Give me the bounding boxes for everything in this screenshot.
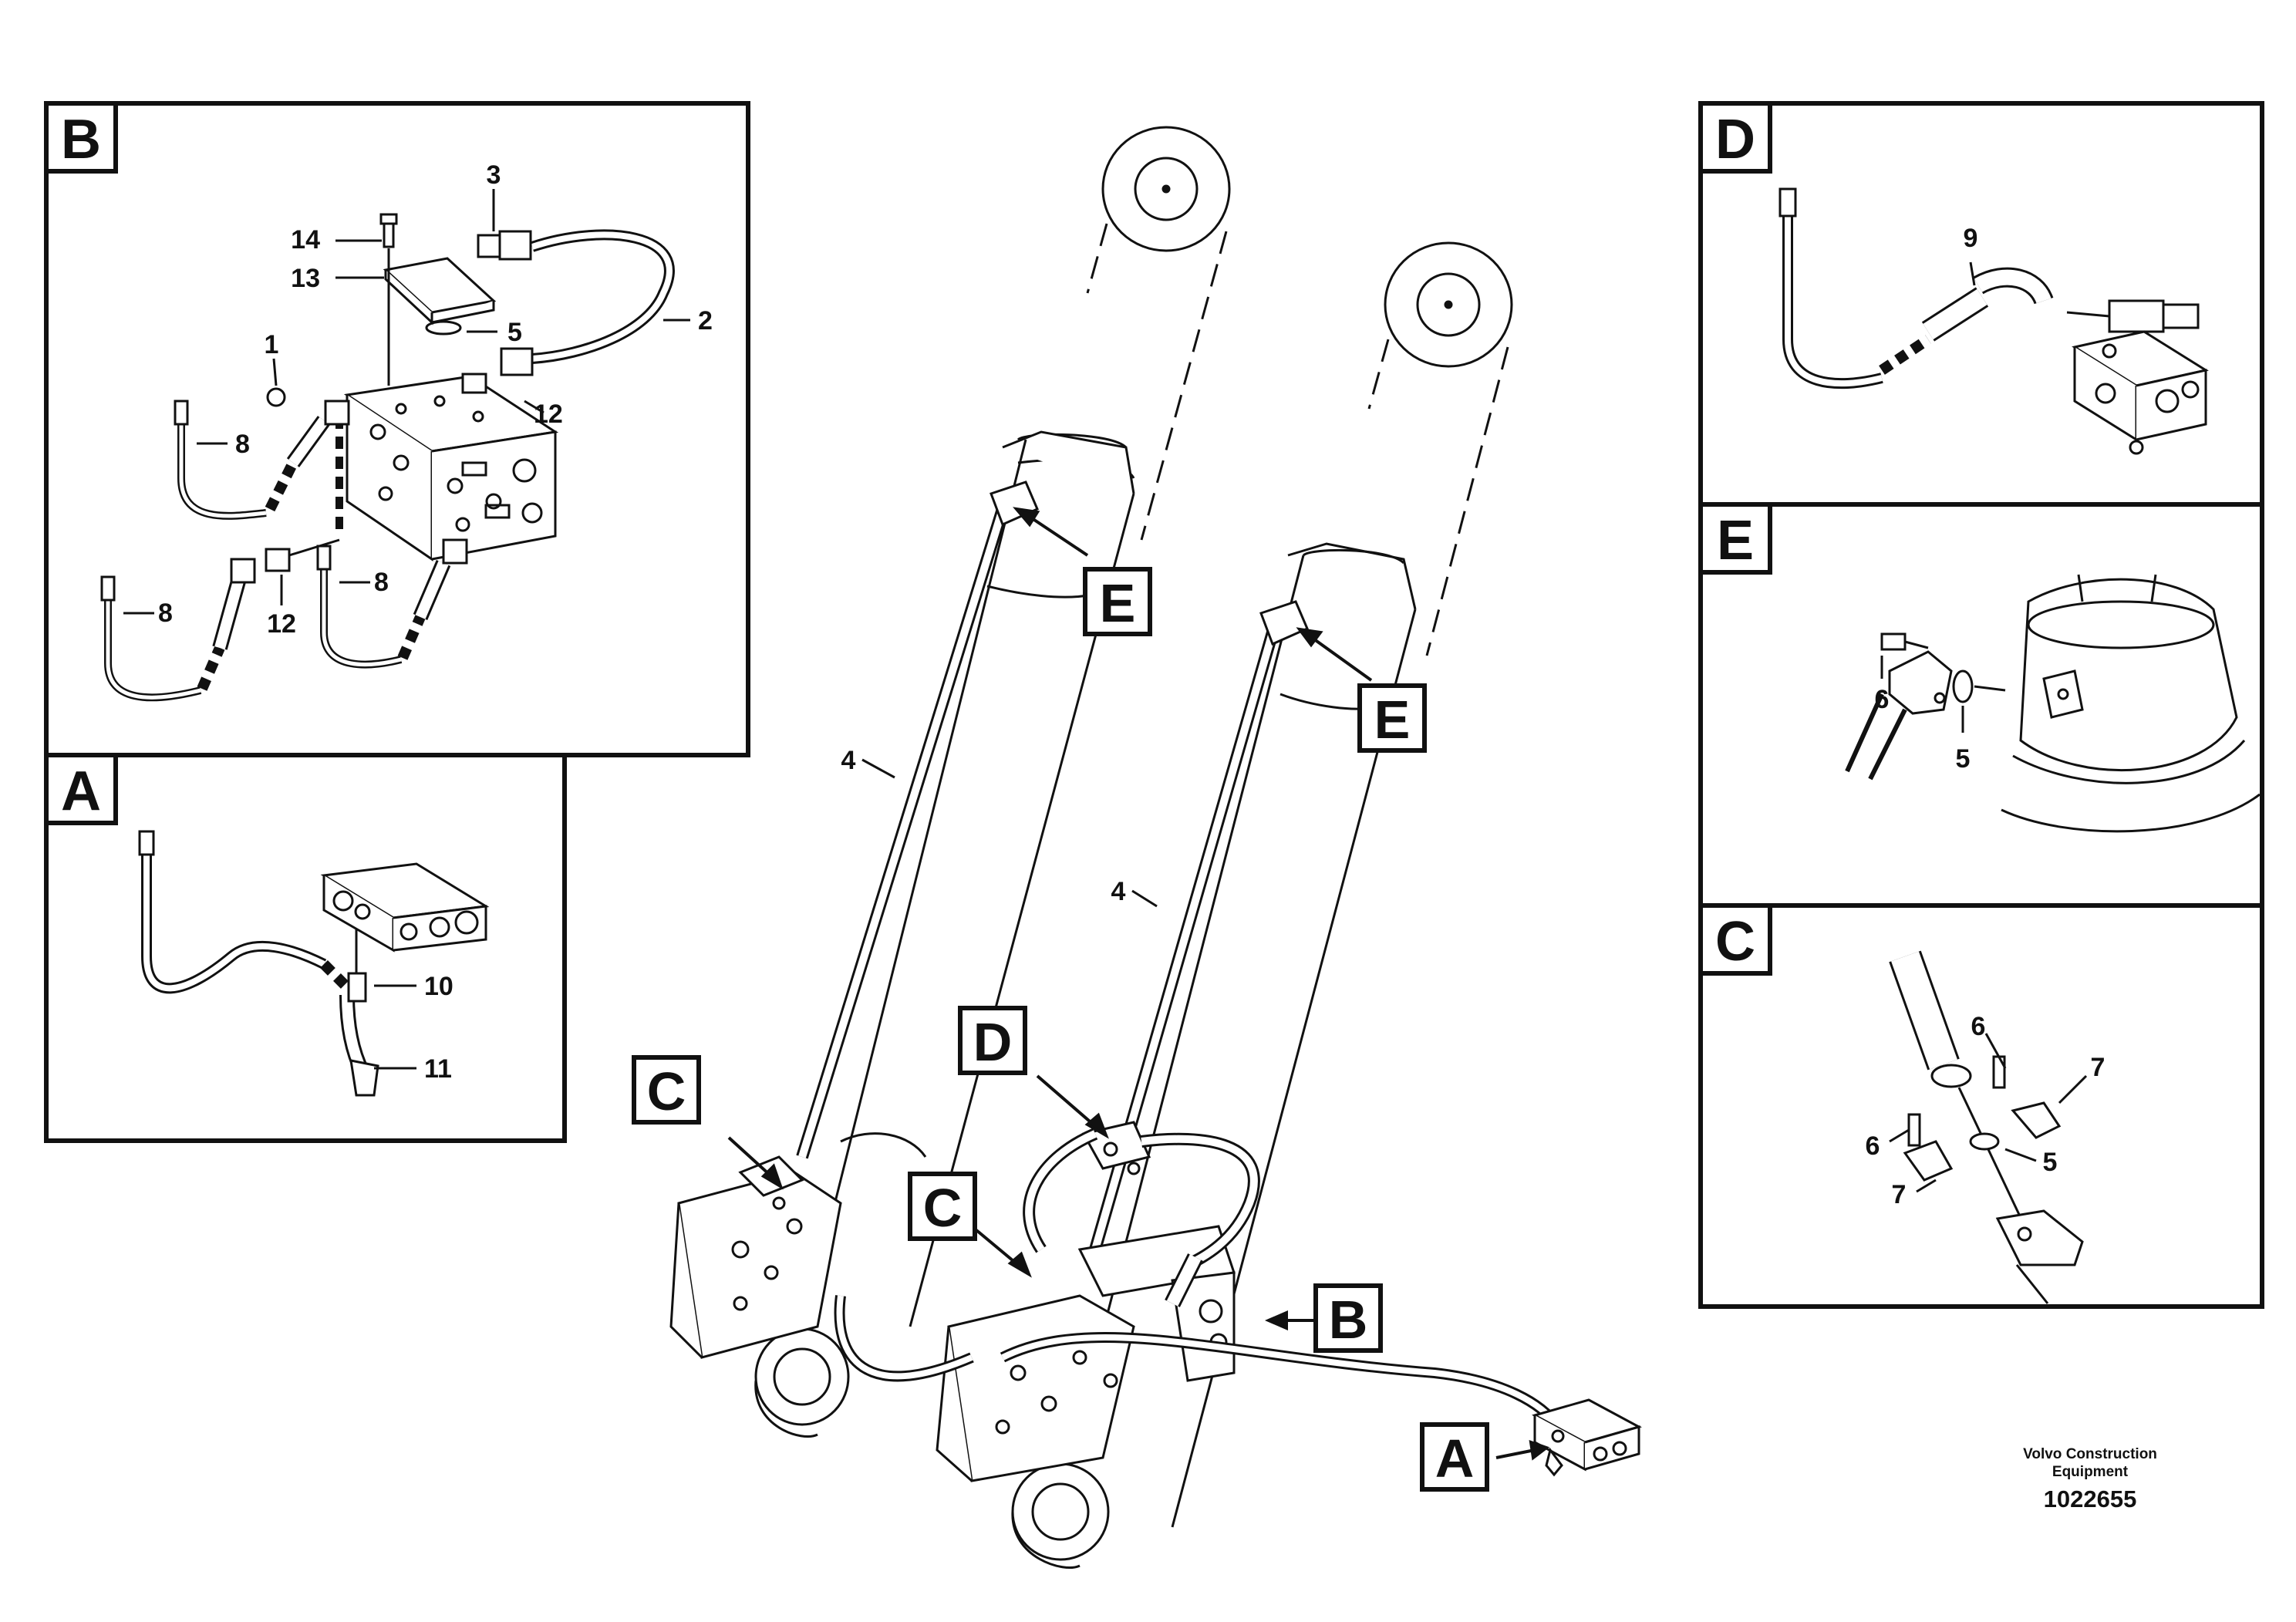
callout-c-right: C <box>908 1172 977 1241</box>
part-12-lower: 12 <box>267 609 296 639</box>
document-number: 1022655 <box>2043 1485 2137 1512</box>
part-7-lower: 7 <box>1892 1180 1907 1209</box>
part-11: 11 <box>424 1054 452 1084</box>
callout-a: A <box>1420 1422 1489 1492</box>
panel-e-label: E <box>1717 510 1754 572</box>
clamp-e <box>1845 632 2006 781</box>
callout-e-lower: E <box>1357 683 1427 753</box>
part-8-lower-left: 8 <box>158 599 173 628</box>
part-4-left: 4 <box>841 746 856 775</box>
valve-block <box>343 375 559 561</box>
block-a-main <box>1532 1398 1642 1477</box>
panel-b-label: B <box>61 109 101 170</box>
svg-text:E: E <box>1100 573 1136 633</box>
panel-c: C 6 7 6 5 7 <box>1698 903 2264 1309</box>
panel-d-label: D <box>1715 109 1755 170</box>
panel-c-label: C <box>1715 911 1755 973</box>
pipe-detail-c <box>1889 950 2084 1304</box>
part-6-lower: 6 <box>1866 1131 1880 1161</box>
hose-9 <box>1778 187 2054 389</box>
svg-text:C: C <box>923 1178 963 1238</box>
callout-b: B <box>1313 1283 1383 1353</box>
panel-e: E 6 5 <box>1698 502 2264 908</box>
hose-8-upper <box>174 400 350 520</box>
part-10: 10 <box>424 972 453 1001</box>
block-a <box>320 862 490 976</box>
company-name: Volvo Construction Equipment <box>1974 1445 2206 1481</box>
loop-hose <box>1023 1128 1260 1271</box>
part-12-upper: 12 <box>534 400 563 429</box>
callout-e-upper: E <box>1083 567 1152 636</box>
svg-text:A: A <box>1435 1428 1475 1489</box>
main-assembly <box>669 126 1642 1569</box>
cylinder-left <box>754 126 1231 1438</box>
hose-8-lower-right <box>316 538 468 669</box>
part-6-upper: 6 <box>1971 1012 1986 1041</box>
company-name-text: Volvo Construction Equipment <box>2023 1446 2157 1480</box>
part-8-lower-right: 8 <box>374 568 389 597</box>
callout-c-left: C <box>632 1055 701 1125</box>
part-7-upper: 7 <box>2091 1053 2106 1082</box>
cylinder-detail-e <box>2001 574 2261 833</box>
part-8-upper: 8 <box>235 430 250 459</box>
part-5: 5 <box>2043 1148 2058 1177</box>
part-9: 9 <box>1964 224 1978 253</box>
panel-b: B <box>44 101 750 757</box>
valve-body-left <box>669 1155 842 1359</box>
lower-hoses <box>834 1253 1563 1431</box>
part-3: 3 <box>487 160 501 190</box>
svg-text:C: C <box>647 1061 686 1121</box>
svg-text:B: B <box>1329 1290 1368 1350</box>
part-6: 6 <box>1875 685 1890 714</box>
cover-plate <box>379 213 497 386</box>
part-5: 5 <box>507 318 522 347</box>
panel-d: D 9 <box>1698 101 2264 507</box>
cylinder-right <box>1011 241 1513 1569</box>
svg-text:E: E <box>1374 690 1411 750</box>
part-4-right: 4 <box>1111 877 1126 906</box>
hose-8-lower-left <box>100 538 340 702</box>
part-1: 1 <box>265 330 279 359</box>
valve-body-right <box>936 1121 1236 1482</box>
svg-text:D: D <box>973 1012 1013 1072</box>
part-14: 14 <box>291 225 320 255</box>
part-5: 5 <box>1956 744 1971 774</box>
panel-a: A 10 11 <box>44 753 567 1143</box>
part-2: 2 <box>698 306 713 336</box>
hose-2 <box>461 229 675 394</box>
callout-arrows <box>727 507 1550 1461</box>
panel-a-label: A <box>61 760 101 822</box>
adapter-d <box>2066 299 2209 455</box>
hose-a <box>138 830 416 1097</box>
part-13: 13 <box>291 264 320 293</box>
callout-d: D <box>958 1006 1027 1075</box>
